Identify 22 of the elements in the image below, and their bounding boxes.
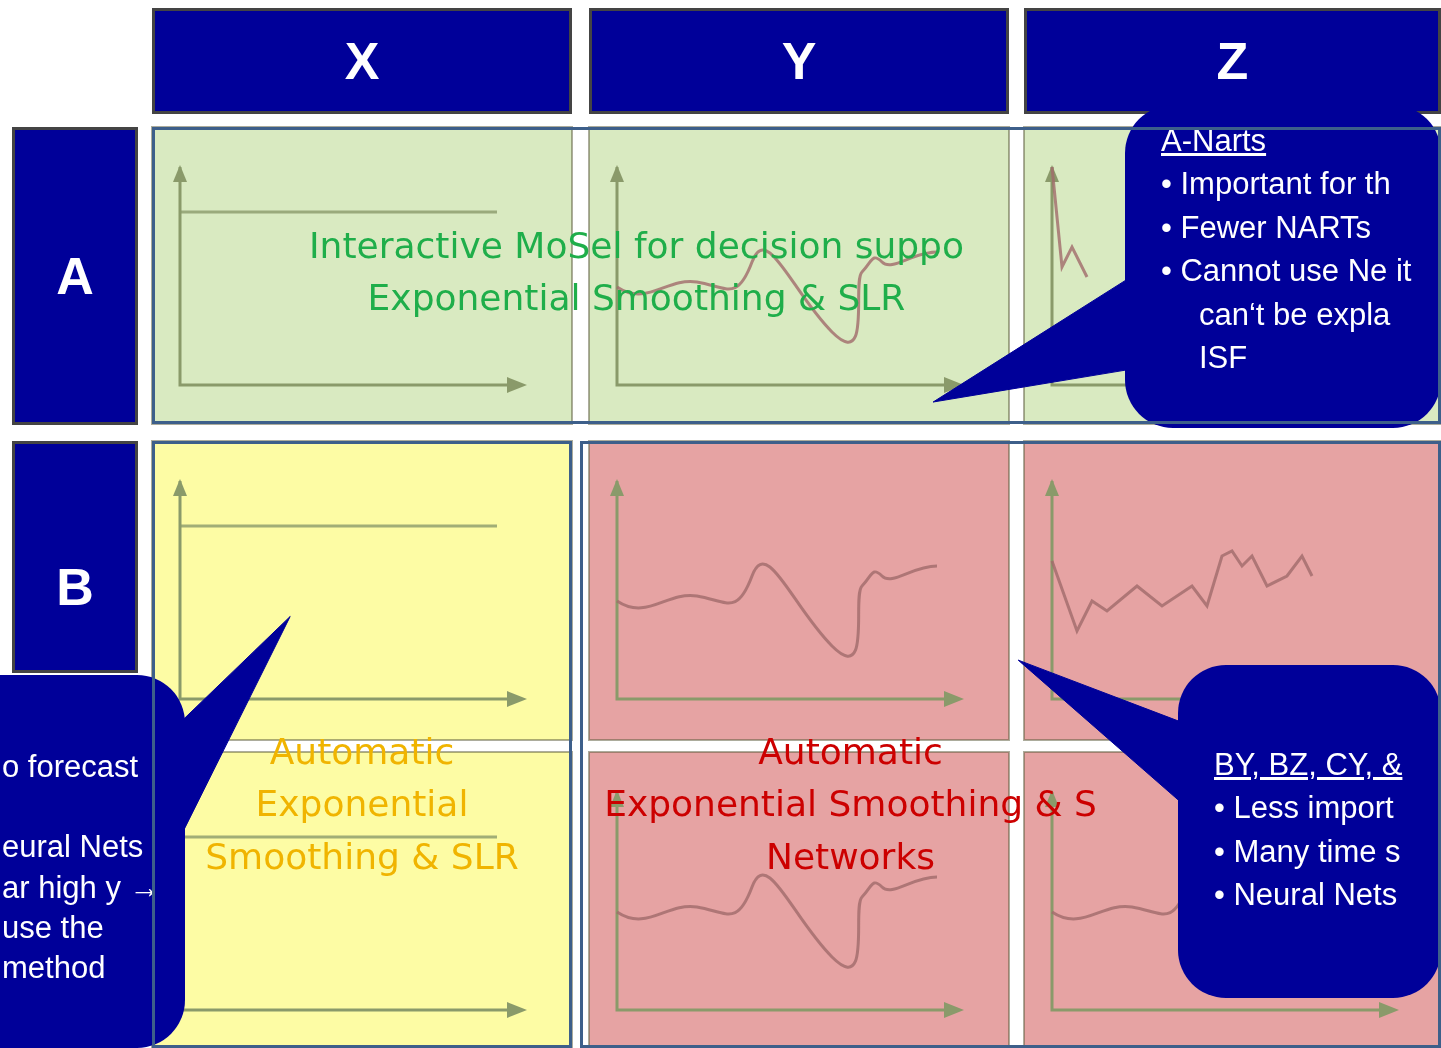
callout-pointer (1017, 659, 1181, 803)
callout-heading: A-Narts (1161, 122, 1268, 160)
column-header: Z (1024, 8, 1441, 114)
method-band (152, 127, 1441, 424)
method-band (152, 441, 572, 1048)
bullet-item: • Less import (1214, 789, 1395, 828)
row-header: B (12, 441, 138, 673)
column-header: X (152, 8, 572, 114)
column-header: Y (589, 8, 1009, 114)
callout-text: o forecast (2, 748, 140, 786)
row-header: A (12, 127, 138, 425)
bullet-item: • Neural Nets (1214, 876, 1399, 915)
method-band (580, 441, 1441, 1048)
band-label: Exponential Smoothing & SLR (367, 276, 906, 321)
bullet-item: • Cannot use Ne it can‘t be expla ISF (1161, 252, 1413, 377)
band-label: Interactive MoSel for decision suppo (309, 224, 964, 268)
bullet-item: • Important for th (1161, 165, 1392, 204)
band-label: Networks (765, 834, 936, 879)
callout-heading: BY, BZ, CY, & (1214, 746, 1404, 784)
callout-pointer (932, 278, 1128, 403)
bullet-item: • Many time s (1214, 832, 1402, 871)
bullet-item: • Fewer NARTs (1161, 208, 1373, 247)
